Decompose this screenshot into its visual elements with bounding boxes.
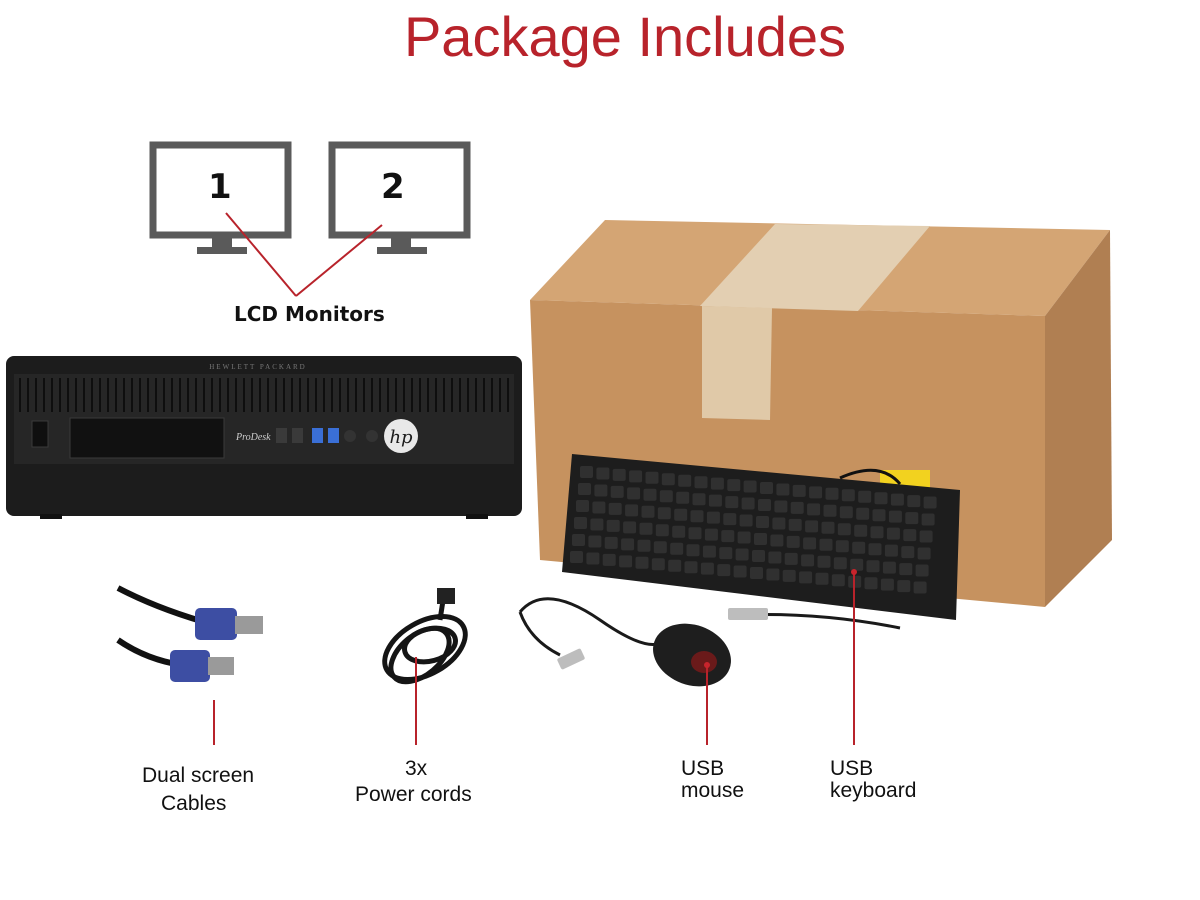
cables-label-line-2: Cables xyxy=(161,792,227,815)
monitor-2-icon xyxy=(328,141,471,254)
monitor-2-number: 2 xyxy=(381,167,405,207)
label-pointer-lines xyxy=(213,572,855,745)
mouse-label-line-2: mouse xyxy=(681,779,745,802)
lcd-monitors-label: LCD Monitors xyxy=(234,302,385,326)
lcd-pointer-lines xyxy=(225,212,383,297)
usb-keyboard-icon xyxy=(562,454,960,620)
hp-logo: hp xyxy=(389,427,413,448)
monitor-1-number: 1 xyxy=(208,167,232,207)
monitor-1-icon xyxy=(149,141,292,254)
page-title: Package Includes xyxy=(403,5,847,68)
power-label-line-1: 3x xyxy=(405,757,428,780)
keyboard-label-line-2: keyboard xyxy=(830,779,917,802)
keyboard-label-line-1: USB xyxy=(830,757,874,780)
desktop-pc-icon: hp ProDesk HEWLETT PACKARD xyxy=(6,356,522,519)
vga-cables-icon xyxy=(116,585,263,682)
cables-label-line-1: Dual screen xyxy=(142,764,255,787)
usb-mouse-icon xyxy=(518,597,901,687)
pc-model-text: ProDesk xyxy=(235,432,271,443)
power-label-line-2: Power cords xyxy=(355,783,472,806)
mouse-label-line-1: USB xyxy=(681,757,725,780)
pc-brand-text: HEWLETT PACKARD xyxy=(209,363,306,371)
power-cord-icon xyxy=(382,588,468,685)
